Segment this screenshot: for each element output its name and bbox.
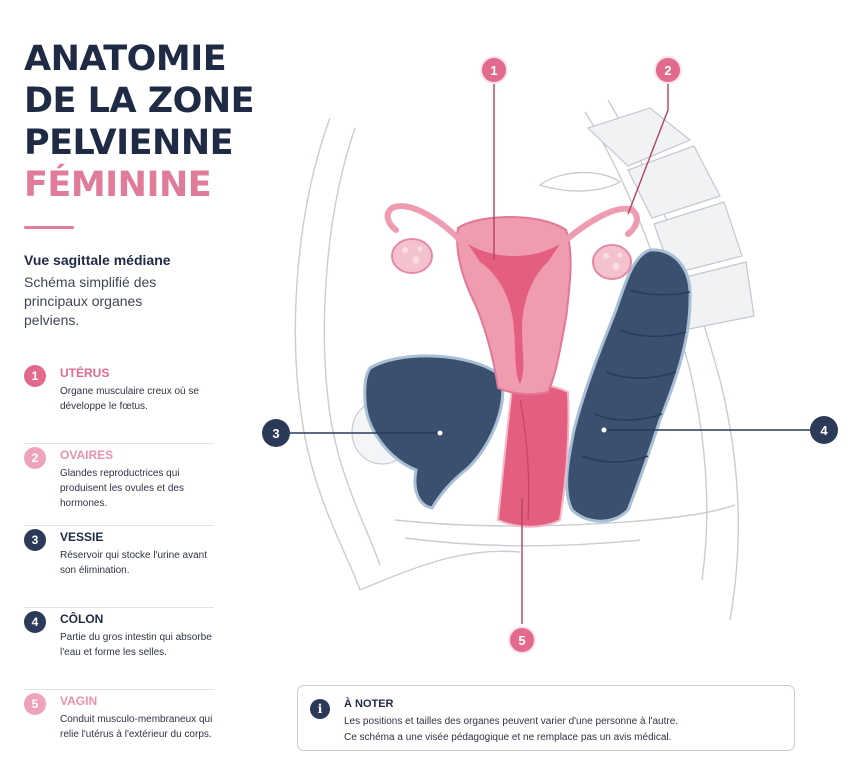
legend-item-description: Réservoir qui stocke l'urine avant son é…	[60, 550, 207, 576]
marker-2-label: 2	[664, 63, 671, 78]
legend-item-description: Glandes reproductrices qui produisent le…	[60, 468, 184, 509]
legend-item-ovaries: 2 OVAIRES Glandes reproductrices qui pro…	[24, 444, 214, 526]
title-line-4: FÉMININE	[24, 165, 212, 205]
note-text: Les positions et tailles des organes peu…	[344, 714, 784, 746]
description: Schéma simplifié des principaux organes …	[24, 274, 157, 328]
legend-number-badge: 5	[24, 693, 46, 715]
subtitle: Vue sagittale médiane	[24, 252, 171, 268]
marker-5-label: 5	[518, 633, 525, 648]
legend-item-name: VESSIE	[60, 530, 104, 544]
marker-2: 2	[654, 56, 682, 84]
legend-item-name: VAGIN	[60, 694, 98, 708]
marker-4-label: 4	[820, 423, 828, 438]
marker-3-label: 3	[272, 426, 279, 441]
marker-3: 3	[262, 419, 290, 447]
legend-number-badge: 2	[24, 447, 46, 469]
callout-lines	[493, 84, 669, 624]
colon	[565, 248, 692, 523]
note-box: i À NOTER Les positions et tailles des o…	[297, 685, 795, 751]
legend-item-uterus: 1 UTÉRUS Organe musculaire creux où se d…	[24, 362, 214, 444]
marker-1-label: 1	[490, 63, 497, 78]
legend-item-colon: 4 CÔLON Partie du gros intestin qui abso…	[24, 608, 214, 690]
title-divider	[24, 226, 74, 229]
uterus	[456, 216, 572, 396]
marker-1: 1	[480, 56, 508, 84]
fallopian-tubes	[384, 203, 640, 243]
title-line-2: DE LA ZONE	[24, 81, 255, 121]
legend-number-badge: 1	[24, 365, 46, 387]
ovaries	[391, 238, 632, 280]
callout-endpoints	[437, 427, 607, 436]
legend-item-description: Conduit musculo-membraneux qui relie l'u…	[60, 714, 213, 740]
marker-5: 5	[508, 626, 536, 654]
legend-item-description: Organe musculaire creux où se développe …	[60, 386, 199, 412]
vagina	[496, 383, 570, 528]
note-title: À NOTER	[344, 698, 394, 710]
title-line-1: ANATOMIE	[24, 39, 227, 79]
legend-number-badge: 3	[24, 529, 46, 551]
spine	[586, 107, 755, 331]
marker-4: 4	[810, 416, 838, 444]
callout-lines-navy	[290, 429, 810, 434]
legend-item-bladder: 3 VESSIE Réservoir qui stocke l'urine av…	[24, 526, 214, 608]
title-line-3: PELVIENNE	[24, 123, 234, 163]
page-title: ANATOMIE DE LA ZONE PELVIENNE FÉMININE	[24, 38, 255, 206]
legend: 1 UTÉRUS Organe musculaire creux où se d…	[24, 362, 214, 771]
legend-item-name: UTÉRUS	[60, 366, 110, 380]
legend-item-name: OVAIRES	[60, 448, 114, 462]
legend-item-description: Partie du gros intestin qui absorbe l'ea…	[60, 632, 212, 658]
legend-item-name: CÔLON	[60, 612, 104, 626]
legend-number-badge: 4	[24, 611, 46, 633]
note-text-line-2: Ce schéma a une visée pédagogique et ne …	[344, 732, 672, 743]
legend-item-vagina: 5 VAGIN Conduit musculo-membraneux qui r…	[24, 690, 214, 771]
info-icon: i	[310, 699, 330, 719]
bladder	[363, 354, 505, 510]
note-text-line-1: Les positions et tailles des organes peu…	[344, 716, 679, 727]
